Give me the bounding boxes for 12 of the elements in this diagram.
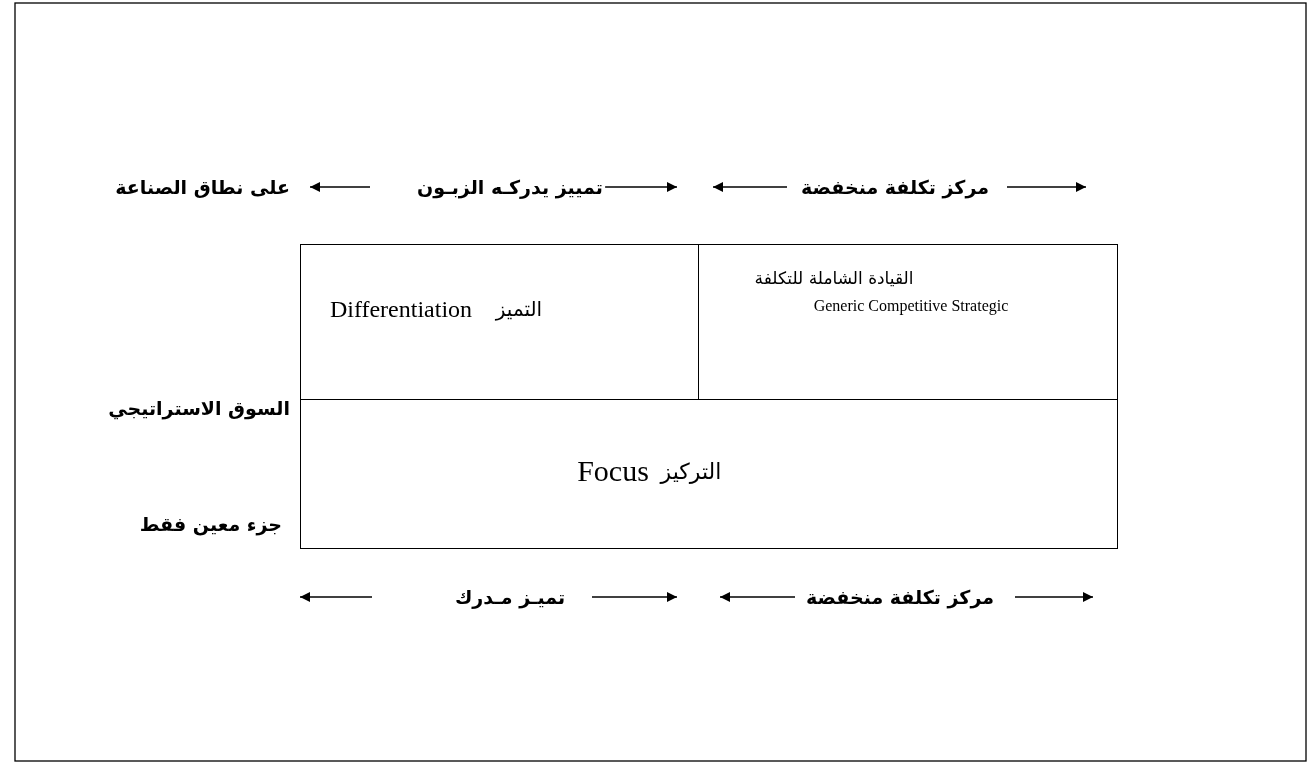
strategy-name: التركيز xyxy=(660,458,722,484)
strategy-name: القيادة الشاملة للتكلفة xyxy=(754,268,914,288)
strategy-name: التميز xyxy=(495,297,543,321)
axis-label: تمييز يدركـه الزبـون xyxy=(415,176,605,198)
strategy-name: Focus xyxy=(577,454,649,488)
strategy-name: Differentiation xyxy=(329,295,473,323)
strategy-cell xyxy=(300,399,1118,549)
strategy-name: Generic Competitive Strategic xyxy=(813,297,1009,315)
strategy-cell xyxy=(300,244,699,400)
axis-label: مركز تكلفة منخفضة xyxy=(804,586,996,608)
axis-label: مركز تكلفة منخفضة xyxy=(799,176,991,198)
strategy-cell xyxy=(698,244,1118,400)
